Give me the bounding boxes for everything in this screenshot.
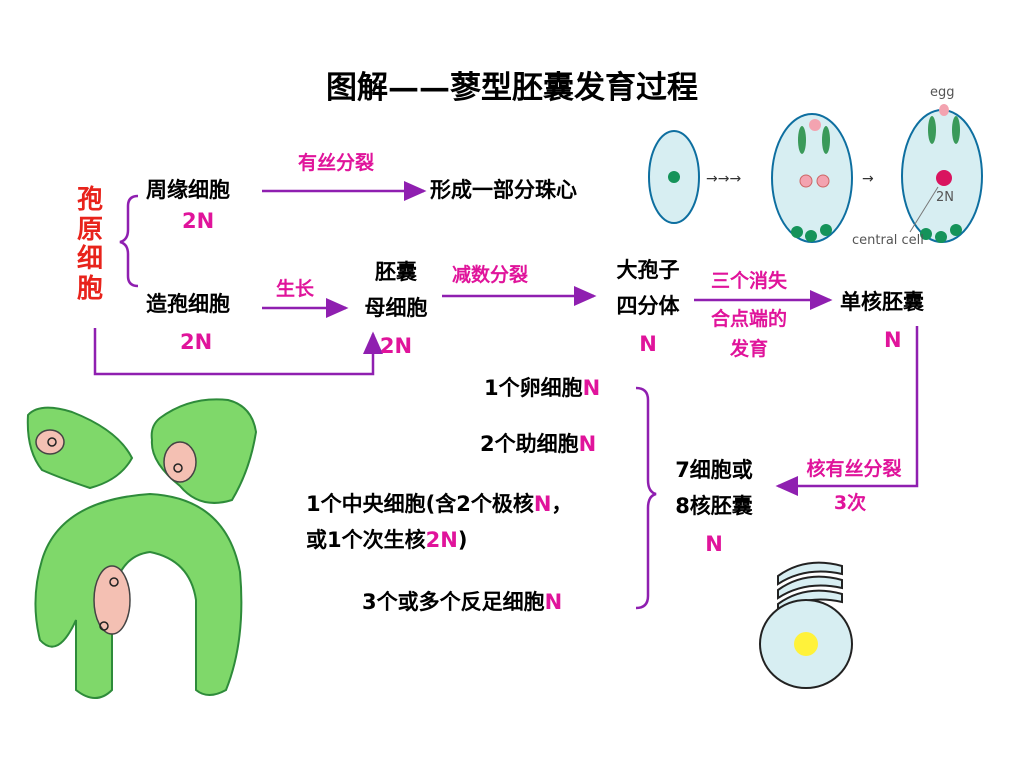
brace (119, 194, 139, 288)
sporogenous-cell: 造孢细胞 (146, 292, 230, 316)
svg-text:→: → (862, 171, 874, 187)
degenerate-line2: 合点端的 (710, 308, 787, 330)
mature-sac-line1: 7细胞或 (675, 458, 753, 482)
degenerate-line1: 三个消失 (710, 270, 787, 292)
svg-text:→→→: →→→ (706, 171, 741, 187)
sporogenous-cell-label: 孢原细胞 (76, 185, 103, 304)
synergid-text: 2个助细胞 (480, 432, 579, 456)
peripheral-cell: 周缘细胞 (146, 178, 230, 202)
embryo-sac-mother-line1: 胚囊 (375, 260, 417, 284)
meiosis-label: 减数分裂 (452, 264, 529, 286)
synergid-item: 2个助细胞N (480, 432, 596, 457)
egg-cell-text: 1个卵细胞 (484, 376, 583, 400)
nucellus-node: 形成一部分珠心 (430, 178, 577, 202)
central-cell-ploidy: N (533, 492, 552, 516)
megaspore-tetrad-ploidy: N (639, 332, 657, 356)
nuclear-mitosis-times: 3次 (833, 492, 867, 514)
secondary-nucleus-item: 或1个次生核2N) (306, 528, 467, 553)
secondary-nucleus-close: ) (457, 528, 468, 552)
two-n-label: 2N (936, 190, 954, 205)
egg-label: egg (930, 85, 955, 100)
peripheral-cell-ploidy: 2N (182, 209, 215, 233)
mitosis-label: 有丝分裂 (298, 152, 375, 174)
egg-cell-item: 1个卵细胞N (484, 376, 600, 401)
uninucleate-sac: 单核胚囊 (840, 290, 924, 314)
central-cell-item: 1个中央细胞(含2个极核N， (306, 492, 572, 517)
antipodal-ploidy: N (544, 590, 563, 614)
megaspore-tetrad-line2: 四分体 (616, 294, 680, 318)
nuclear-mitosis-label: 核有丝分裂 (806, 458, 902, 480)
secondary-nucleus-text: 或1个次生核 (306, 528, 426, 552)
arrow-nuclear-mitosis (775, 326, 919, 496)
ovule-figure (26, 398, 258, 699)
central-cell-label: central cell (852, 233, 924, 248)
arrow-bypass (93, 328, 383, 376)
secondary-nucleus-ploidy: 2N (425, 528, 458, 552)
uninucleate-sac-ploidy: N (884, 328, 902, 352)
antipodal-item: 3个或多个反足细胞N (362, 590, 562, 615)
antipodal-text: 3个或多个反足细胞 (362, 590, 545, 614)
egg-cell-ploidy: N (582, 376, 601, 400)
embryo-sac-mother-ploidy: 2N (379, 334, 413, 358)
synergid-ploidy: N (578, 432, 597, 456)
megaspore-tetrad-line1: 大孢子 (616, 258, 680, 282)
sporogenous-cell-ploidy: 2N (180, 330, 213, 354)
mature-sac-ploidy: N (705, 532, 723, 556)
cells-bracket (635, 386, 657, 610)
sac-development-figure: →→→ → (648, 104, 983, 243)
embryo-sac-mother-line2: 母细胞 (364, 296, 428, 320)
degenerate-line3: 发育 (729, 338, 768, 360)
growth-label: 生长 (276, 278, 315, 300)
mature-sac-line2: 8核胚囊 (675, 494, 753, 518)
page-title: 图解——蓼型胚囊发育过程 (326, 70, 698, 106)
central-cell-text: 1个中央细胞(含2个极核 (306, 492, 534, 516)
central-cell-comma: ， (551, 492, 573, 516)
nucleus-figure (759, 561, 853, 689)
